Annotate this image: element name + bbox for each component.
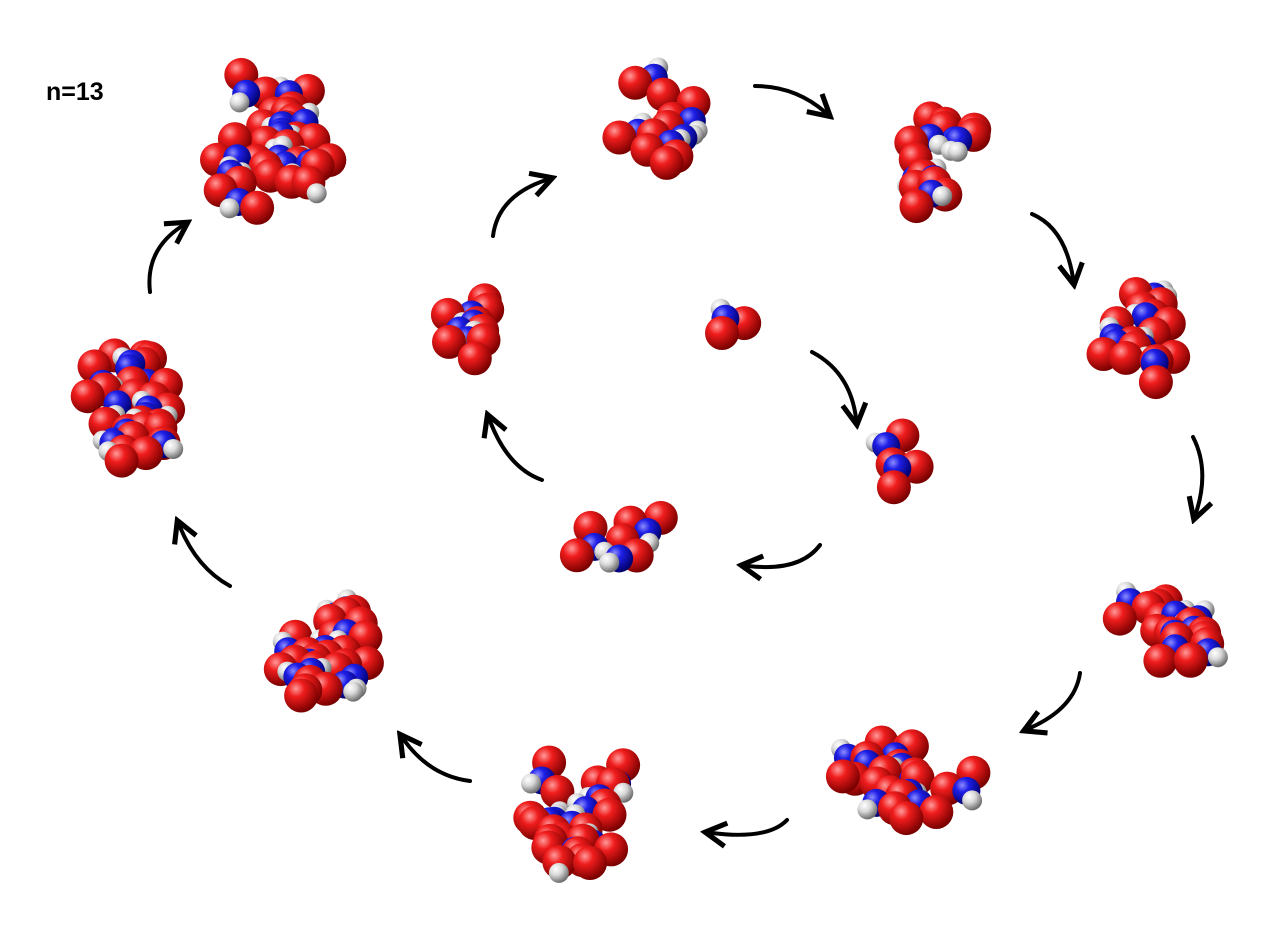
oxygen-atom: [825, 759, 860, 794]
hydrogen-atom: [343, 681, 364, 702]
growth-arrow-1: [810, 350, 856, 418]
growth-arrow-7: [1193, 435, 1202, 513]
hydrogen-atom: [229, 92, 250, 113]
growth-arrow-2: [748, 543, 822, 567]
growth-arrow-10: [404, 740, 472, 783]
cluster-n6: [894, 101, 992, 224]
hydrogen-atom: [599, 552, 620, 573]
oxygen-atom: [602, 120, 637, 155]
oxygen-atom: [649, 145, 684, 180]
hydrogen-atom: [163, 439, 184, 459]
oxygen-atom: [889, 801, 924, 836]
growth-arrow-11: [180, 527, 232, 588]
cluster-n7: [1086, 277, 1191, 400]
hydrogen-atom: [857, 799, 878, 820]
cluster-n12: [70, 338, 186, 478]
hydrogen-atom: [962, 790, 983, 811]
hydrogen-atom: [1207, 647, 1228, 668]
growth-arrow-12: [147, 226, 182, 294]
hydrogen-atom: [219, 198, 240, 219]
oxygen-atom: [1143, 643, 1178, 678]
oxygen-atom: [70, 379, 105, 414]
oxygen-atom: [1102, 601, 1137, 636]
oxygen-atom: [876, 470, 911, 505]
cluster-n8: [1102, 581, 1228, 678]
oxygen-atom: [457, 341, 492, 376]
growth-arrow-9: [712, 818, 789, 835]
hydrogen-atom: [932, 186, 953, 207]
cluster-n9: [825, 725, 991, 836]
growth-arrow-6: [1030, 212, 1073, 278]
oxygen-atom: [1109, 340, 1144, 375]
growth-arrow-8: [1030, 671, 1082, 728]
hydrogen-atom: [306, 183, 327, 204]
oxygen-atom: [1173, 642, 1208, 677]
oxygen-atom: [240, 190, 275, 225]
hydrogen-atom: [947, 141, 968, 162]
oxygen-atom: [1138, 365, 1173, 400]
cluster-n4: [430, 283, 505, 376]
clusters-group: [70, 57, 1228, 883]
oxygen-atom: [432, 324, 466, 359]
growth-arrow-4: [491, 180, 546, 238]
cluster-size-label: n=13: [46, 78, 104, 106]
growth-arrow-3: [490, 421, 544, 482]
arrows-group: [147, 84, 1202, 835]
hydrogen-atom: [548, 862, 569, 883]
hydrogen-atom: [521, 773, 542, 794]
oxygen-atom: [559, 538, 594, 573]
cluster-n11: [263, 589, 384, 713]
oxygen-atom: [899, 189, 934, 224]
oxygen-atom: [104, 443, 139, 478]
growth-arrow-5: [753, 84, 825, 112]
oxygen-atom: [540, 774, 575, 809]
oxygen-atom: [919, 795, 954, 829]
cluster-n5: [602, 57, 711, 180]
cluster-n1: [705, 298, 762, 350]
cluster-n13: [200, 57, 347, 225]
oxygen-atom: [573, 846, 607, 880]
cluster-n10: [513, 745, 641, 883]
cluster-n2: [865, 418, 934, 505]
oxygen-atom: [618, 65, 653, 100]
oxygen-atom: [705, 316, 739, 350]
cluster-n3: [559, 500, 678, 573]
oxygen-atom: [284, 678, 319, 713]
